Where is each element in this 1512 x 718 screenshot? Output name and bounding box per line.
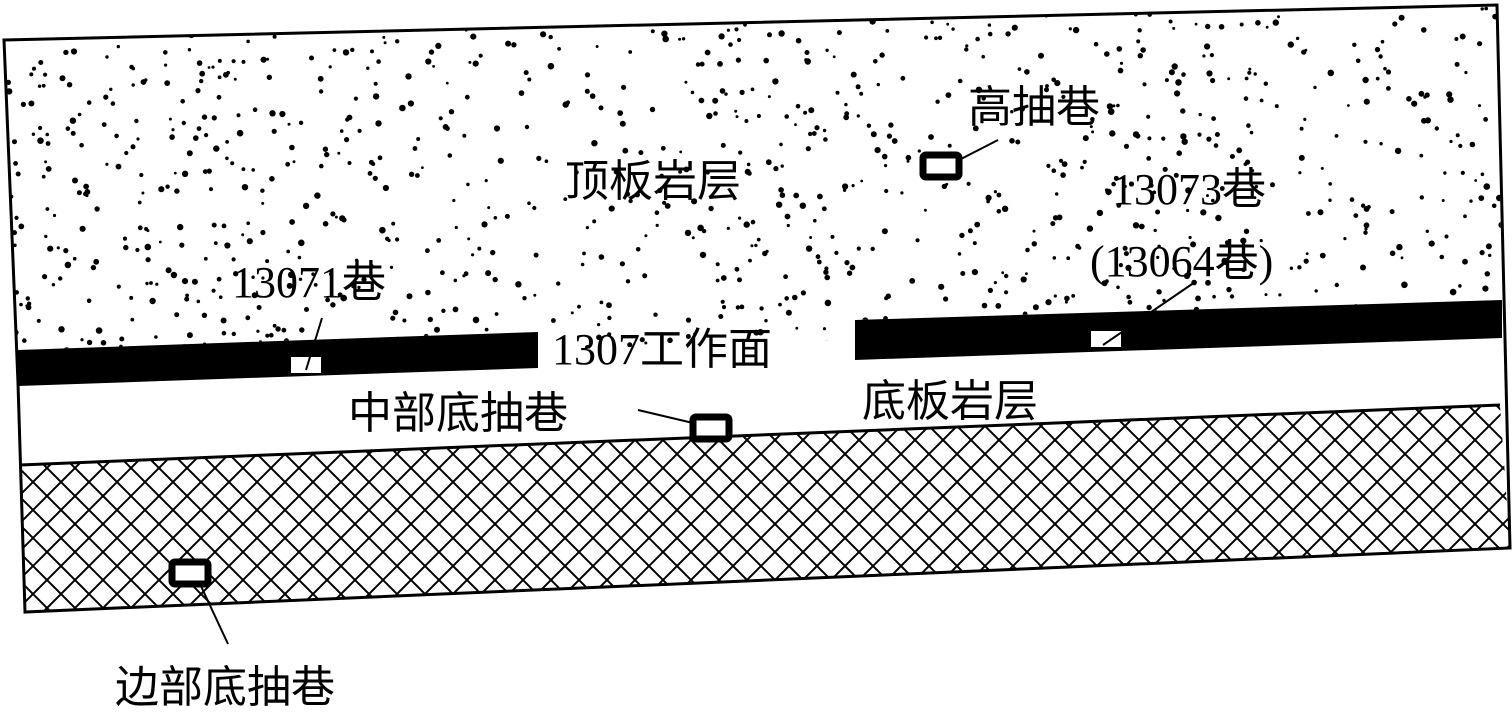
high-drainage-roadway-label: 高抽巷 <box>968 83 1100 132</box>
roadway-13073-marker <box>1089 329 1123 349</box>
side-floor-drainage-roadway-label: 边部底抽巷 <box>115 663 335 712</box>
roadway-13071-label: 13071巷 <box>232 258 386 307</box>
middle-floor-drainage-roadway-leader <box>637 409 694 424</box>
roadway-13073-label: 13073巷 <box>1112 165 1266 214</box>
roof-strata-region <box>4 5 1502 383</box>
high-drainage-roadway-leader <box>958 139 999 161</box>
roof-strata-label: 顶板岩层 <box>565 157 741 206</box>
high-drainage-roadway-marker <box>919 151 963 181</box>
middle-floor-drainage-roadway-label: 中部底抽巷 <box>348 389 568 438</box>
coal-seam-left <box>18 332 538 386</box>
coal-seam-right <box>855 300 1502 360</box>
roadway-13071-leader <box>305 317 323 371</box>
floor-strata-top-boundary <box>19 403 1501 467</box>
middle-floor-drainage-roadway-marker <box>689 413 733 443</box>
section-outline <box>2 3 1512 614</box>
side-floor-drainage-roadway-marker <box>168 558 212 588</box>
roadway-13071-marker <box>289 355 323 375</box>
side-floor-drainage-roadway-leader <box>199 583 229 645</box>
working-face-label: 1307工作面 <box>552 325 772 374</box>
roadway-13073-leader <box>1102 281 1196 346</box>
floor-strata-label: 底板岩层 <box>862 377 1038 426</box>
roadway-13064-label: (13064巷) <box>1090 237 1273 286</box>
